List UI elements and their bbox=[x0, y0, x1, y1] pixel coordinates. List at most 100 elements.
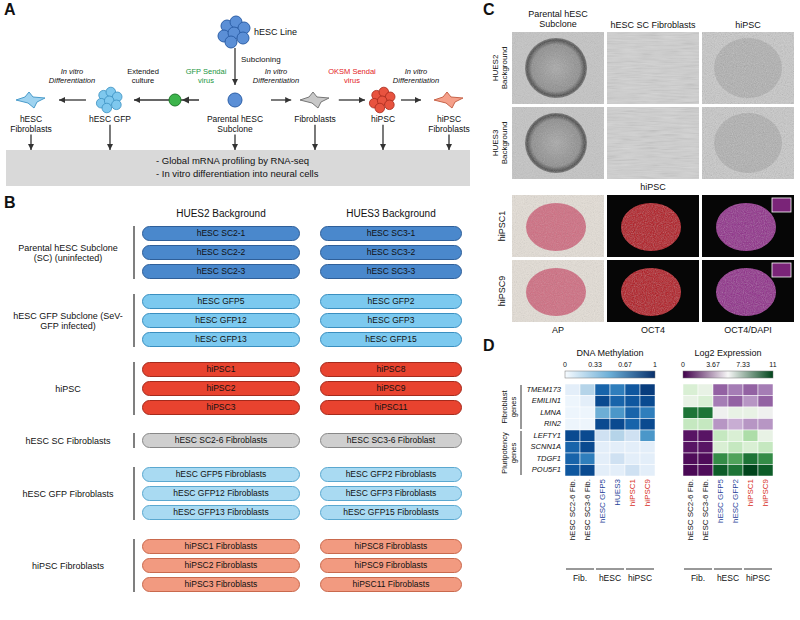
heatmap-cell bbox=[565, 419, 580, 431]
brightfield-images-part bbox=[702, 32, 794, 104]
heatmap-cell bbox=[683, 407, 698, 419]
heatmap-cell bbox=[640, 384, 655, 396]
heatmap-cell bbox=[713, 407, 728, 419]
heatmap-cell bbox=[565, 384, 580, 396]
node-label: hiPSC1 Fibroblasts bbox=[147, 541, 295, 552]
node-label: hESC SC3-6 Fibroblast bbox=[325, 435, 457, 446]
color-scales-part bbox=[565, 371, 655, 378]
heatmap-cell bbox=[640, 453, 655, 465]
heatmap-cell bbox=[565, 407, 580, 419]
node-label: hiPSC11 bbox=[325, 402, 457, 413]
flow-arrow bbox=[109, 125, 110, 150]
fluorescence-images-part bbox=[772, 263, 791, 277]
row-label: HUES3 Background bbox=[491, 108, 509, 178]
node-label: hESC SC3-2 bbox=[325, 247, 457, 258]
fluorescence-images-part bbox=[702, 195, 794, 257]
sample-pill: hESC SC3-2 bbox=[320, 245, 462, 260]
gene-group: Fibroblast genes bbox=[501, 384, 518, 430]
heatmap-cell bbox=[713, 384, 728, 396]
fluorescence-images-part bbox=[512, 260, 604, 322]
heatmap-cell bbox=[640, 442, 655, 454]
scale-tick: 0.67 bbox=[618, 361, 632, 369]
sample-pill: hESC SC3-6 Fibroblast bbox=[320, 433, 462, 448]
brightfield-images bbox=[512, 32, 794, 179]
fluorescence-images-part bbox=[607, 260, 699, 322]
heatmap-cell bbox=[728, 453, 743, 465]
row-label: HUES2 Background bbox=[491, 33, 509, 103]
fluorescence-images bbox=[512, 195, 794, 322]
gene-label: EMILIN1 bbox=[532, 397, 561, 406]
cell-icons-part bbox=[218, 16, 250, 48]
heatmap-cell bbox=[728, 384, 743, 396]
node-label: hESC GFP13 Fibroblasts bbox=[147, 507, 295, 518]
heatmap-cell bbox=[683, 396, 698, 408]
heatmap-cell bbox=[683, 442, 698, 454]
sample-pill: hiPSC1 Fibroblasts bbox=[142, 539, 300, 554]
node-label: hESC SC2-2 bbox=[147, 247, 295, 258]
heatmap-cell bbox=[728, 407, 743, 419]
heatmap-cell bbox=[580, 442, 595, 454]
fluorescence-images-part bbox=[702, 260, 794, 322]
heatmap-cell bbox=[713, 430, 728, 442]
flow-arrow bbox=[448, 135, 449, 150]
heatmap-cell bbox=[640, 430, 655, 442]
heatmap-cell bbox=[743, 465, 758, 477]
flow-arrow bbox=[30, 135, 31, 150]
color-scales bbox=[565, 371, 773, 378]
heatmap-cell bbox=[625, 407, 640, 419]
sample-pill: hiPSC9 Fibroblasts bbox=[320, 558, 462, 573]
heatmap-cell bbox=[565, 465, 580, 477]
panel-letter: A bbox=[4, 1, 16, 19]
heatmap-cell bbox=[610, 419, 625, 431]
brightfield-images-part bbox=[512, 32, 604, 104]
heatmap bbox=[565, 384, 773, 476]
brightfield-images-part bbox=[607, 32, 699, 104]
sample-pill: hiPSC2 Fibroblasts bbox=[142, 558, 300, 573]
heatmap-cell bbox=[595, 419, 610, 431]
heatmap-cell bbox=[698, 396, 713, 408]
cell-stage: hESC Fibroblasts bbox=[3, 85, 59, 135]
sample-pill: hESC GFP12 bbox=[142, 313, 300, 328]
node-label: hESC SC2-1 bbox=[147, 228, 295, 239]
heatmap-cell bbox=[698, 465, 713, 477]
sample-pill: hESC GFP15 bbox=[320, 332, 462, 347]
row-label: hiPSC9 bbox=[497, 276, 507, 307]
heatmap-cell bbox=[640, 465, 655, 477]
heatmap-cell bbox=[610, 465, 625, 477]
node-label: hiPSC3 bbox=[147, 402, 295, 413]
node-label: - Global mRNA profiling by RNA-seq bbox=[156, 155, 464, 168]
edge-label: OKSM Sendai virus bbox=[328, 68, 376, 85]
heatmap-cell bbox=[640, 407, 655, 419]
group-brackets-part bbox=[521, 385, 522, 429]
group-label: hiPSC bbox=[628, 574, 652, 584]
heatmap-cell bbox=[728, 396, 743, 408]
brightfield-images-part bbox=[607, 107, 699, 179]
heatmap-cell bbox=[610, 396, 625, 408]
heatmap-cell bbox=[565, 442, 580, 454]
row-label: hESC SC Fibroblasts bbox=[9, 435, 127, 445]
row-label: hiPSC1 bbox=[497, 211, 507, 242]
heatmap-cell bbox=[728, 419, 743, 431]
row-brackets bbox=[133, 226, 135, 592]
heatmap-cell bbox=[640, 419, 655, 431]
sample-label: hESC SC3-6 Fib. bbox=[583, 479, 592, 540]
fluorescence-images-part bbox=[702, 260, 794, 322]
sample-pill: hESC SC3-3 bbox=[320, 264, 462, 279]
node-label: hiPSC2 Fibroblasts bbox=[147, 560, 295, 571]
sample-label: hESC SC3-6 Fib. bbox=[701, 479, 710, 540]
fluorescence-images-part bbox=[512, 260, 604, 322]
sample-label: hiPSC1 bbox=[746, 479, 755, 506]
brightfield-images-part bbox=[512, 107, 604, 179]
fluorescence-images-part bbox=[512, 195, 604, 257]
sample-label: HUES3 bbox=[613, 479, 622, 506]
node-label: hESC GFP3 bbox=[325, 315, 457, 326]
sample-pill: hiPSC1 bbox=[142, 362, 300, 377]
edge-label: Subcloning bbox=[241, 55, 281, 64]
cell-icons-part bbox=[228, 93, 242, 107]
group-brackets-part bbox=[744, 569, 772, 570]
heatmap-cell bbox=[580, 384, 595, 396]
node-label: hESC GFP2 Fibroblasts bbox=[325, 469, 457, 480]
sample-pill: hESC GFP2 Fibroblasts bbox=[320, 467, 462, 482]
flow-arrow bbox=[234, 135, 235, 150]
